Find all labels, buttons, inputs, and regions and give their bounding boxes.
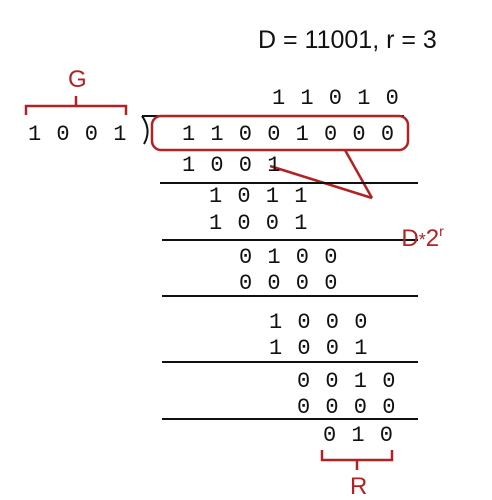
remainder-value: 0 1 0 (323, 423, 395, 448)
label-d: D (401, 225, 419, 252)
step-4: 0 1 0 0 (239, 245, 339, 270)
step-5: 0 0 0 0 (239, 271, 339, 296)
divisor: 1 0 0 1 (28, 122, 128, 147)
quotient: 1 1 0 1 0 (272, 86, 400, 111)
equation-title: D = 11001, r = 3 (258, 26, 437, 54)
label-operator: * (418, 230, 426, 250)
step-6: 1 0 0 0 (269, 310, 369, 335)
dividend: 1 1 0 0 1 0 0 0 (182, 122, 396, 147)
remainder-label: R (350, 473, 368, 500)
step-3: 1 0 0 1 (209, 211, 309, 236)
step-9: 0 0 0 0 (297, 395, 397, 420)
step-8: 0 0 1 0 (297, 369, 397, 394)
dividend-box (150, 114, 410, 152)
label-base: 2 (425, 225, 440, 252)
label-exponent: r (439, 223, 444, 239)
step-2: 1 0 1 1 (209, 184, 309, 209)
generator-label: G (68, 66, 87, 93)
pointer-line-2 (343, 149, 374, 199)
remainder-brace (320, 450, 394, 470)
step-7: 1 0 0 1 (269, 336, 369, 361)
step-1: 1 0 0 1 (182, 153, 282, 178)
dividend-multiplier-label: D*2r (388, 200, 444, 252)
generator-brace (24, 96, 128, 115)
